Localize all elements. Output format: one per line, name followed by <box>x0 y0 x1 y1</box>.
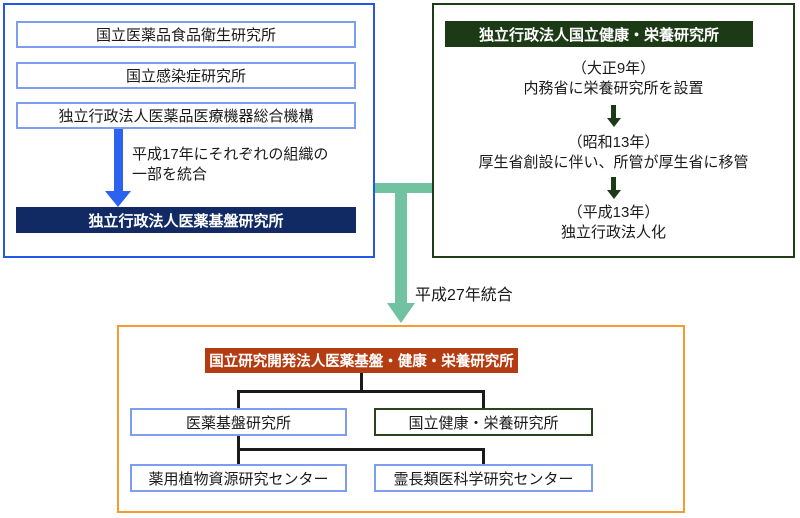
history-step-desc: 独立行政法人化 <box>560 224 666 241</box>
tree-line <box>482 390 485 408</box>
org-box-nibio-result: 独立行政法人医薬基盤研究所 <box>16 207 356 233</box>
merge-arrow-head-icon <box>387 303 415 323</box>
tree-line <box>237 390 240 408</box>
merge-note-line1: 平成17年にそれぞれの組織の <box>132 146 329 163</box>
history-step-era: （大正9年） <box>571 60 656 77</box>
child-box-label: 国立健康・栄養研究所 <box>408 414 559 432</box>
merge-label-2015: 平成27年統合 <box>415 287 513 304</box>
merged-org-header: 国立研究開発法人医薬基盤・健康・栄養研究所 <box>205 348 518 373</box>
child-box-label: 医薬基盤研究所 <box>185 414 291 432</box>
merged-org-header-label: 国立研究開発法人医薬基盤・健康・栄養研究所 <box>209 354 514 370</box>
org-box-pmda: 独立行政法人医薬品医療機器総合機構 <box>16 102 356 129</box>
down-arrow-icon <box>606 177 621 199</box>
tree-line <box>360 373 363 390</box>
child-box-nibio: 医薬基盤研究所 <box>130 408 347 436</box>
history-step-3: （平成13年） 独立行政法人化 <box>434 203 793 243</box>
bottom-panel-merged-org: 国立研究開発法人医薬基盤・健康・栄養研究所 医薬基盤研究所 国立健康・栄養研究所… <box>117 325 685 513</box>
tree-line <box>237 436 240 448</box>
history-step-era: （昭和13年） <box>567 134 660 151</box>
history-step-desc: 厚生省創設に伴い、所管が厚生省に移管 <box>478 154 749 171</box>
history-step-1: （大正9年） 内務省に栄養研究所を設置 <box>434 59 793 99</box>
history-step-era: （平成13年） <box>567 204 660 221</box>
down-arrow-icon <box>114 129 123 191</box>
nihn-header-label: 独立行政法人国立健康・栄養研究所 <box>478 26 719 44</box>
tree-line <box>237 448 240 464</box>
right-panel-nihn-history: 独立行政法人国立健康・栄養研究所 （大正9年） 内務省に栄養研究所を設置 （昭和… <box>432 3 795 258</box>
child-box-label: 薬用植物資源研究センター <box>148 470 329 488</box>
down-arrow-icon <box>105 191 131 207</box>
child-box-primate-center: 霊長類医科学研究センター <box>374 464 593 492</box>
down-arrow-icon <box>606 105 621 127</box>
child-box-nihn: 国立健康・栄養研究所 <box>374 408 593 436</box>
nihn-header: 独立行政法人国立健康・栄養研究所 <box>445 21 753 47</box>
child-box-label: 霊長類医科学研究センター <box>393 470 574 488</box>
merge-note-2005: 平成17年にそれぞれの組織の 一部を統合 <box>132 145 328 185</box>
child-box-medicinal-plant-center: 薬用植物資源研究センター <box>130 464 347 492</box>
org-box-nihs: 国立医薬品食品衛生研究所 <box>16 21 356 48</box>
history-step-2: （昭和13年） 厚生省創設に伴い、所管が厚生省に移管 <box>434 133 793 173</box>
org-box-niid: 国立感染症研究所 <box>16 62 356 89</box>
tree-line <box>482 448 485 464</box>
left-panel-predecessors: 国立医薬品食品衛生研究所 国立感染症研究所 独立行政法人医薬品医療機器総合機構 … <box>3 3 375 258</box>
merge-arrow-shaft <box>395 183 407 303</box>
history-step-desc: 内務省に栄養研究所を設置 <box>523 80 704 97</box>
tree-line <box>237 390 485 393</box>
org-box-label: 国立感染症研究所 <box>125 68 246 85</box>
org-box-label: 国立医薬品食品衛生研究所 <box>95 27 276 44</box>
tree-line <box>237 448 485 451</box>
org-box-label: 独立行政法人医薬基盤研究所 <box>88 212 284 230</box>
merge-note-line2: 一部を統合 <box>132 166 208 183</box>
org-box-label: 独立行政法人医薬品医療機器総合機構 <box>58 108 314 125</box>
